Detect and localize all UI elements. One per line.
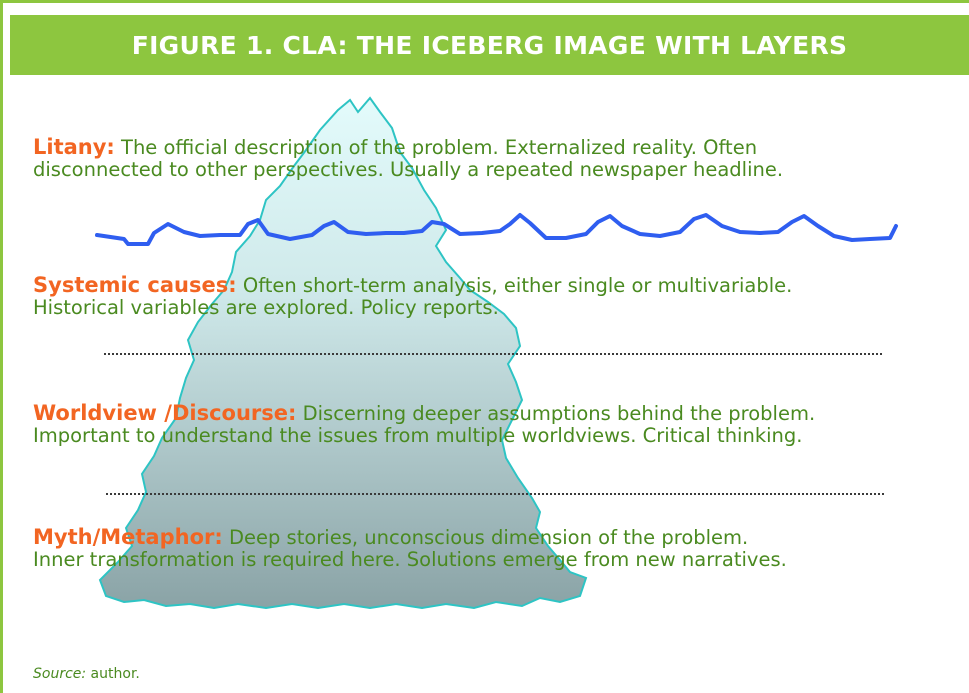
layer-systemic-name: Systemic causes: [33,273,237,297]
layer-myth-desc-2: Inner transformation is required here. S… [33,548,787,571]
figure-title: FIGURE 1. CLA: THE ICEBERG IMAGE WITH LA… [10,15,969,75]
layer-worldview-desc-2: Important to understand the issues from … [33,424,803,447]
divider-1 [104,353,882,355]
layer-litany-desc-2: disconnected to other perspectives. Usua… [33,158,784,181]
layer-litany-desc-1: The official description of the problem.… [114,136,758,159]
divider-2 [106,493,884,495]
source-label: Source: [33,666,87,682]
source-note: Source: author. [33,666,140,682]
source-text: author. [86,666,140,682]
layer-systemic-desc-1: Often short-term analysis, either single… [236,274,793,297]
layer-myth-metaphor: Myth/Metaphor: Deep stories, unconscious… [33,526,963,571]
layer-worldview-desc-1: Discerning deeper assumptions behind the… [296,402,816,425]
layer-myth-desc-1: Deep stories, unconscious dimension of t… [222,526,749,549]
layer-litany: Litany: The official description of the … [33,136,963,181]
layer-litany-name: Litany: [33,135,115,159]
layer-worldview: Worldview /Discourse: Discerning deeper … [33,402,963,447]
waterline [95,213,898,246]
layer-systemic-desc-2: Historical variables are explored. Polic… [33,296,499,319]
layer-myth-name: Myth/Metaphor: [33,525,223,549]
layer-systemic-causes: Systemic causes: Often short-term analys… [33,274,963,319]
layer-worldview-name: Worldview /Discourse: [33,401,297,425]
